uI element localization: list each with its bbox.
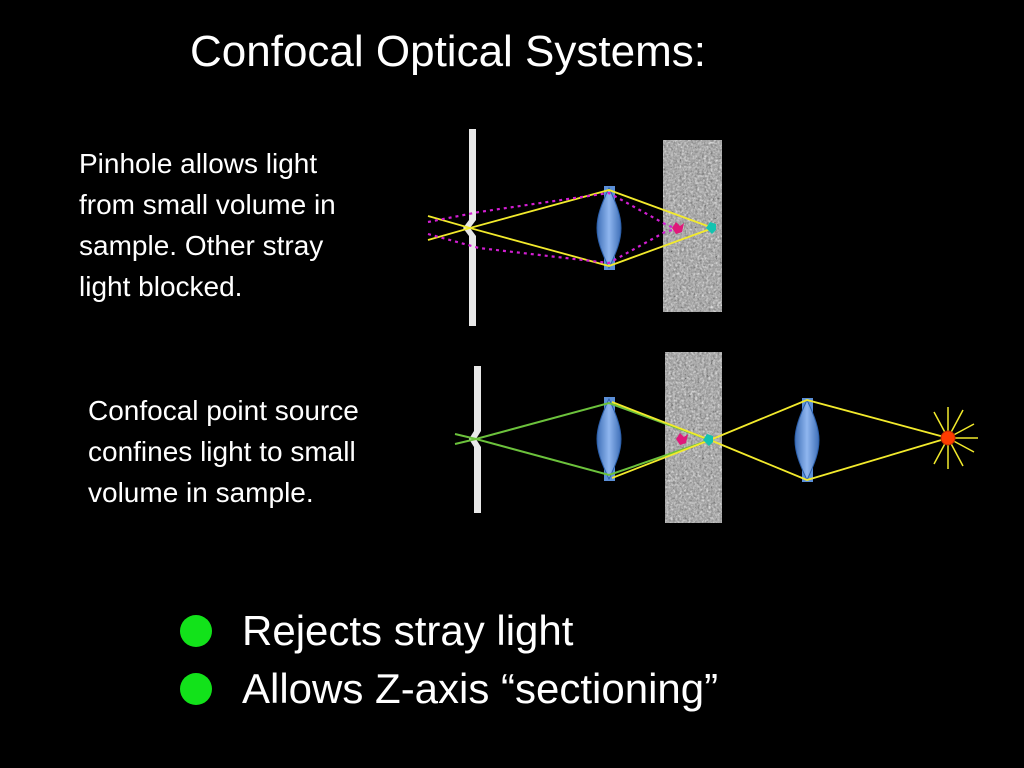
bullet-dot-icon	[180, 615, 212, 647]
stray-scatterer	[676, 433, 688, 445]
pinhole-caption-line: Pinhole allows light	[79, 148, 318, 179]
detection-ray	[454, 401, 711, 441]
focal-scatterer	[706, 222, 716, 234]
bullet-item: Allows Z-axis “sectioning”	[180, 660, 900, 718]
illumination-ray	[611, 399, 949, 441]
focal-scatterer	[703, 434, 713, 446]
stray-ray	[427, 191, 677, 231]
bullet-text: Rejects stray light	[242, 607, 574, 654]
pinhole-caption: Pinhole allows light from small volume i…	[79, 143, 336, 307]
focused-ray	[427, 189, 714, 229]
bullet-text: Allows Z-axis “sectioning”	[242, 665, 719, 712]
point-source-caption: Confocal point source confines light to …	[88, 390, 359, 513]
bullet-item: Rejects stray light	[180, 602, 900, 660]
stray-scatterer	[672, 222, 684, 234]
point-source-caption-line: confines light to small	[88, 436, 356, 467]
pinhole-caption-line: from small volume in	[79, 189, 336, 220]
top-diagram	[427, 129, 722, 326]
focused-ray	[427, 227, 714, 267]
lens	[794, 398, 820, 482]
bullet-dot-icon	[180, 673, 212, 705]
slide-title: Confocal Optical Systems:	[190, 27, 706, 76]
pinhole-caption-line: light blocked.	[79, 271, 243, 302]
point-source-caption-line: volume in sample.	[88, 477, 314, 508]
bullet-list: Rejects stray light Allows Z-axis “secti…	[180, 602, 900, 718]
point-source-icon	[933, 407, 978, 469]
stray-ray	[427, 227, 677, 265]
bottom-diagram	[454, 352, 978, 523]
point-source-caption-line: Confocal point source	[88, 395, 359, 426]
lens	[596, 186, 622, 270]
pinhole-caption-line: sample. Other stray	[79, 230, 324, 261]
sample-texture	[665, 352, 722, 523]
detection-ray	[454, 437, 711, 477]
illumination-ray	[611, 437, 949, 481]
lens	[596, 397, 622, 481]
